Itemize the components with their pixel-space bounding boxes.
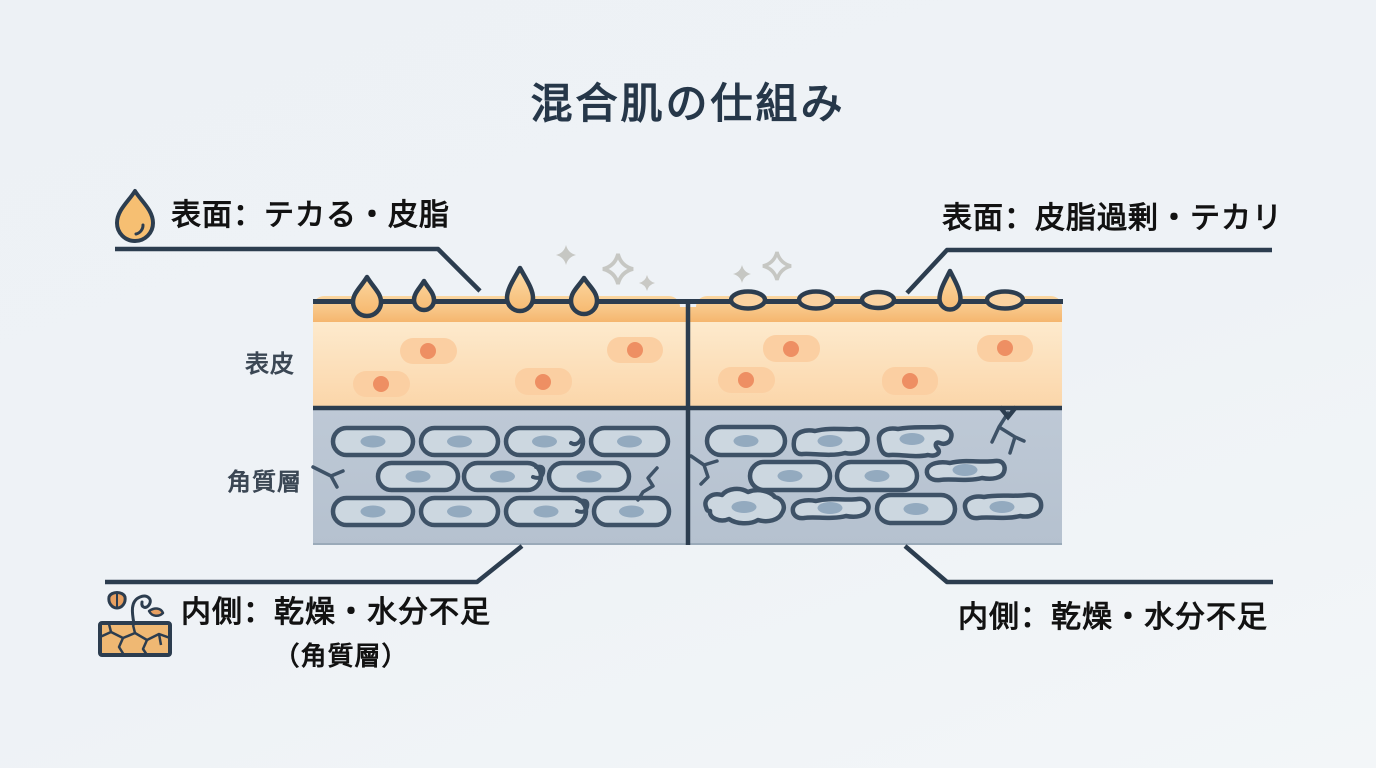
callout-lines: [105, 246, 1273, 585]
sparkle-icons: [556, 245, 792, 291]
corneocyte-nuclei: [360, 433, 1015, 518]
sparkle-icon: [556, 245, 576, 265]
sparkle-icon: [733, 265, 751, 283]
callout-bottom-left-sublabel: （角質層）: [273, 641, 409, 671]
dry-cracked-skin-icon: [98, 591, 172, 657]
layer-label-epidermis: 表皮: [245, 351, 295, 378]
callout-line-bottom-right: [903, 544, 1273, 585]
callout-bottom-left: 内側：乾燥・水分不足 （角質層）: [97, 587, 501, 673]
callout-bottom-right-label: 内側：乾燥・水分不足: [958, 601, 1268, 634]
sebum-blobs: [728, 289, 1026, 311]
oil-droplets: [350, 265, 963, 319]
callout-top-left-label: 表面：テカる・皮脂: [171, 199, 450, 232]
sparkle-icon: [602, 253, 634, 285]
callout-line-top-right: [905, 247, 1272, 295]
epidermis-cell-nuclei: [373, 340, 1013, 392]
callout-line-top-left: [115, 246, 482, 293]
callout-top-right-label: 表面：皮脂過剰・テカリ: [942, 202, 1283, 235]
page-title: 混合肌の仕組み: [530, 80, 846, 127]
callout-line-bottom-left: [105, 544, 524, 585]
boundary-notch: [998, 405, 1018, 421]
sparkle-icon: [762, 251, 792, 281]
oil-droplet-icon: [115, 189, 155, 243]
callout-bottom-left-label: 内側：乾燥・水分不足: [181, 596, 491, 629]
crack-marks: [311, 411, 1026, 514]
callout-top-left: 表面：テカる・皮脂: [112, 188, 450, 244]
layer-label-stratum-corneum: 角質層: [227, 469, 302, 496]
sparkle-icon: [639, 275, 655, 291]
